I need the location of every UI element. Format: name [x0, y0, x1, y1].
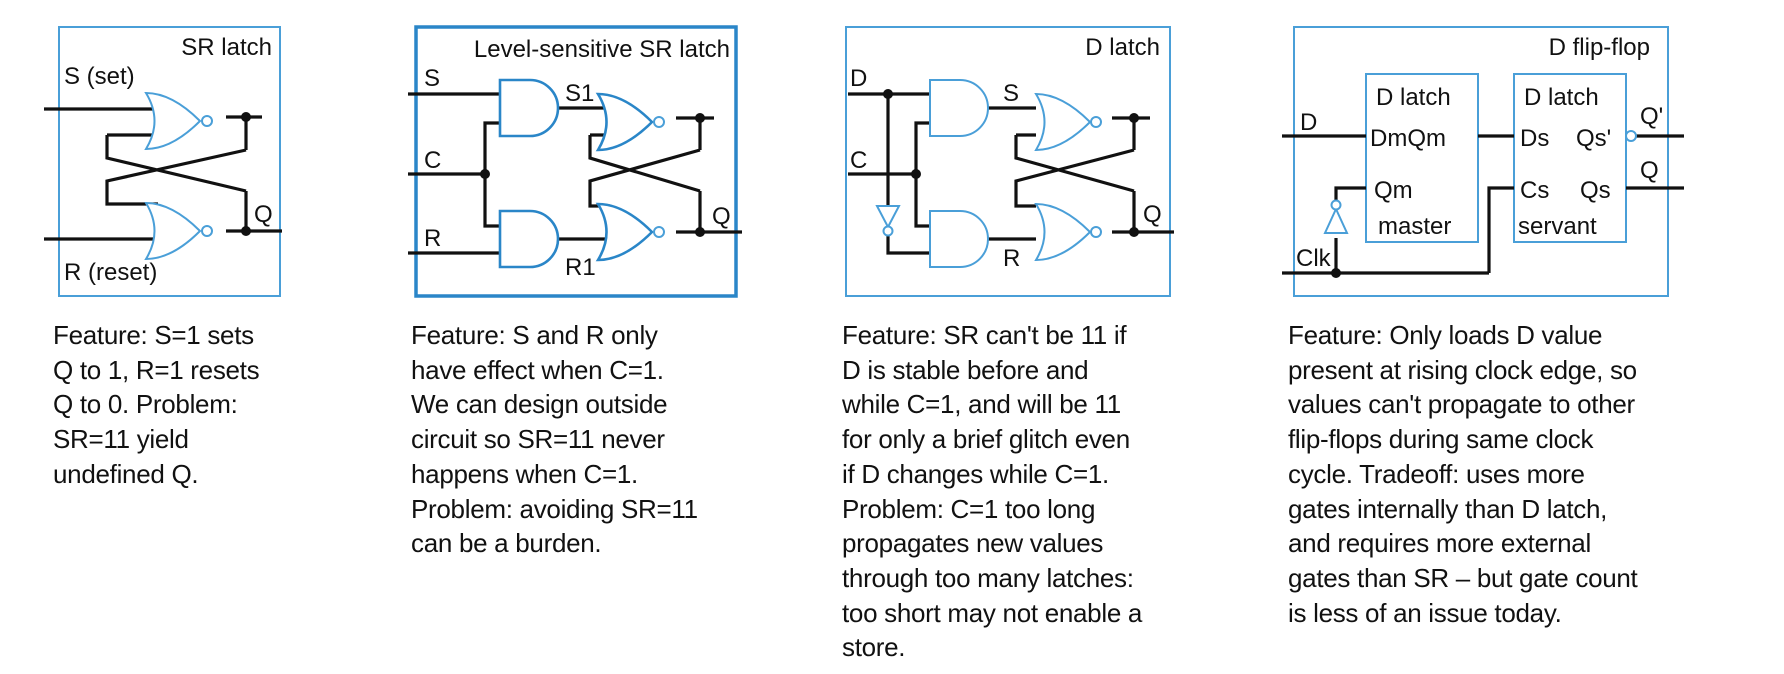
level-sr-and-bottom [498, 209, 560, 269]
d-flip-flop-q-label: Q [1640, 157, 1659, 184]
master-dm-label: DmQm [1370, 125, 1446, 152]
level-sr-s-label: S [424, 65, 440, 92]
level-sr-r1-label: R1 [565, 254, 596, 281]
sr-latch-nor-bottom-bubble [201, 225, 213, 237]
d-latch-junction-top [1129, 113, 1139, 123]
d-latch-c-label: C [850, 147, 867, 174]
d-flip-flop-title: D flip-flop [1549, 34, 1650, 61]
d-latch-frame [845, 26, 1171, 297]
level-sr-nor-bottom-bubble [653, 226, 665, 238]
d-latch-nor-top [1035, 93, 1091, 151]
panel-d-flip-flop: D flip-flop D latch DmQm Qm master D lat… [1282, 26, 1684, 297]
d-flip-flop-d-label: D [1300, 109, 1317, 136]
level-sr-q-label: Q [712, 203, 731, 230]
panel-level-sensitive-sr-latch: Level-sensitive SR latch S C R S1 R1 Q [408, 25, 742, 298]
d-latch-d-label: D [850, 65, 867, 92]
d-latch-q-label: Q [1143, 201, 1162, 228]
sr-latch-r-label: R (reset) [64, 259, 157, 286]
d-latch-inverter [875, 205, 901, 230]
d-latch-r-label: R [1003, 245, 1020, 272]
servant-ds-label: Ds [1520, 125, 1549, 152]
level-sr-nor-top [596, 92, 654, 152]
d-latch-and-bottom [929, 210, 989, 268]
servant-latch-title: D latch [1524, 84, 1599, 111]
servant-qsp-bubble [1625, 130, 1637, 142]
level-sr-c-label: C [424, 147, 441, 174]
level-sr-r-label: R [424, 225, 441, 252]
d-latch-inverter-bubble [882, 225, 894, 237]
sr-latch-s-label: S (set) [64, 63, 135, 90]
level-sr-frame [414, 25, 738, 298]
sr-latch-title: SR latch [181, 34, 272, 61]
d-latch-junction-d [883, 89, 893, 99]
master-name-label: master [1378, 213, 1451, 240]
sr-latch-nor-top-bubble [201, 115, 213, 127]
sr-latch-junction-top [241, 112, 251, 122]
d-flip-flop-inverter-bubble [1330, 199, 1342, 211]
d-latch-nor-bottom-bubble [1090, 226, 1102, 238]
servant-latch-box [1513, 73, 1627, 243]
d-latch-junction-c [911, 169, 921, 179]
level-sr-s1-label: S1 [565, 80, 594, 107]
d-latch-nor-top-bubble [1090, 116, 1102, 128]
d-latch-nor-bottom [1035, 203, 1091, 261]
level-sr-junction-bottom [695, 227, 705, 237]
sr-latch-frame [58, 26, 281, 297]
sr-latch-description: Feature: S=1 sets Q to 1, R=1 resets Q t… [53, 320, 260, 489]
master-latch-title: D latch [1376, 84, 1451, 111]
d-latch-wires [848, 92, 1174, 255]
level-sr-wires [408, 92, 742, 255]
panel-sr-latch: SR latch S (set) R (reset) Q [44, 26, 282, 297]
level-sr-nor-top-bubble [653, 116, 665, 128]
d-flip-flop-junction-clk [1331, 268, 1341, 278]
sr-latch-nor-bottom [145, 202, 201, 260]
level-sr-nor-bottom [596, 202, 654, 262]
d-flip-flop-description: Feature: Only loads D value present at r… [1288, 320, 1638, 628]
master-latch-box [1365, 73, 1479, 243]
level-sr-junction-top [695, 113, 705, 123]
d-latch-description: Feature: SR can't be 11 if D is stable b… [842, 320, 1143, 663]
d-flip-flop-inverter [1323, 206, 1349, 234]
servant-cs-label: Cs [1520, 177, 1549, 204]
d-flip-flop-frame [1293, 26, 1669, 297]
d-latch-and-top [929, 79, 989, 137]
sr-latch-q-label: Q [254, 201, 273, 228]
panel-d-latch: D latch D C S R Q [845, 26, 1174, 297]
d-latch-title: D latch [1085, 34, 1160, 61]
d-flip-flop-qprime-label: Q' [1640, 103, 1663, 130]
sr-latch-nor-top [145, 92, 201, 150]
d-flip-flop-clk-label: Clk [1296, 245, 1332, 272]
servant-qsp-label: Qs' [1576, 125, 1611, 152]
d-flip-flop-wires [1282, 134, 1684, 275]
level-sr-description: Feature: S and R only have effect when C… [411, 320, 698, 559]
level-sr-and-top [498, 78, 560, 138]
servant-qs-label: Qs [1580, 177, 1611, 204]
sr-latch-junction-bottom [241, 226, 251, 236]
servant-name-label: servant [1518, 213, 1597, 240]
level-sr-junction-c [480, 169, 490, 179]
d-latch-s-label: S [1003, 80, 1019, 107]
level-sr-title: Level-sensitive SR latch [474, 36, 730, 63]
d-latch-junction-bottom [1129, 227, 1139, 237]
master-qm-label: Qm [1374, 177, 1413, 204]
